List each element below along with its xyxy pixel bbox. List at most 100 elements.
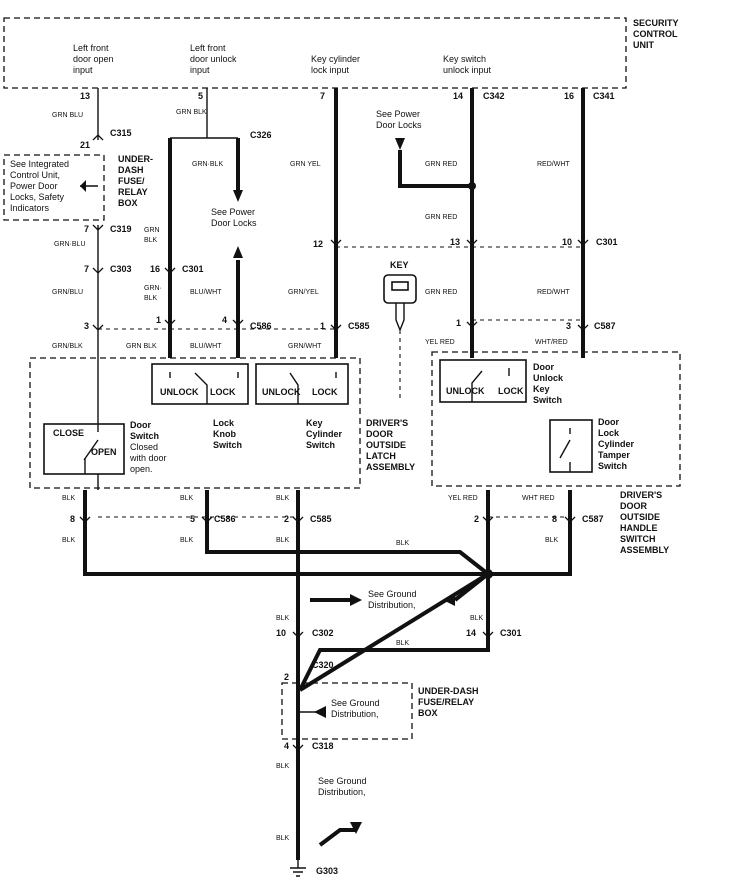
fuse-bottom-3: BOX	[418, 708, 438, 718]
wire-blk13: BLK	[276, 763, 290, 770]
pin-13: 13	[80, 91, 90, 101]
fuse-bottom-2: FUSE/RELAY	[418, 697, 474, 707]
lock-knob-1: Lock	[213, 418, 235, 428]
wire-yel-red: YEL RED	[425, 339, 455, 346]
security-control-unit: SECURITY CONTROL UNIT Left front door op…	[3, 17, 679, 89]
pin-1c: 1	[456, 318, 461, 328]
tamper-4: Tamper	[598, 450, 630, 460]
pin-2b: 2	[474, 514, 479, 524]
g303: G303	[316, 866, 338, 876]
tamper-2: Lock	[598, 428, 620, 438]
wire-blk10: BLK	[276, 615, 290, 622]
wire-blu-wht: BLU/WHT	[190, 289, 222, 296]
pin-7c: 7	[84, 264, 89, 274]
gd2-1: See Ground	[331, 698, 380, 708]
key-label: KEY	[390, 260, 409, 270]
handle-3: OUTSIDE	[620, 512, 660, 522]
wire-blk11: BLK	[470, 615, 484, 622]
lock-2: LOCK	[312, 387, 338, 397]
pdl1-line1: See Power	[376, 109, 420, 119]
wire-grn-blu2: GRN·BLU	[54, 241, 86, 248]
pin-14a: 14	[453, 91, 463, 101]
connector-labels: C342 C341 C315 C326 C319 C303 C301 C301 …	[110, 91, 618, 876]
input-label-key-sw-2: unlock input	[443, 65, 492, 75]
c301c: C301	[500, 628, 522, 638]
input-label-key-sw-1: Key switch	[443, 54, 486, 64]
input-label-door-unlock-3: input	[190, 65, 210, 75]
dunlock-4: Switch	[533, 395, 562, 405]
wire-grn-blk5: GRN/BLK	[52, 343, 83, 350]
pin-4: 4	[222, 315, 227, 325]
wire-red-wht: RED/WHT	[537, 161, 570, 168]
fuse-top-5: BOX	[118, 198, 138, 208]
handle-6: ASSEMBLY	[620, 545, 669, 555]
wire-grn-red: GRN RED	[425, 161, 457, 168]
wire-blk8: BLK	[396, 540, 410, 547]
latch-assembly: CLOSE OPEN Door Switch Closed with door …	[29, 357, 415, 489]
wire-grn-blk2: GRN·BLK	[192, 161, 223, 168]
pin-10b: 10	[276, 628, 286, 638]
wire-grn-blk: GRN BLK	[176, 109, 207, 116]
c586b: C586	[214, 514, 236, 524]
pin-1b: 1	[320, 321, 325, 331]
wire-blk5: BLK	[62, 537, 76, 544]
icu-note-2: Control Unit,	[10, 170, 60, 180]
dunlock-2: Unlock	[533, 373, 564, 383]
wire-blk14: BLK	[276, 835, 290, 842]
wire-grn-yel2: GRN/YEL	[288, 289, 319, 296]
latch-4: LATCH	[366, 451, 396, 461]
gd3-2: Distribution,	[318, 787, 366, 797]
wire-grn-wht: GRN/WHT	[288, 343, 322, 350]
fuse-top-3: FUSE/	[118, 176, 145, 186]
lock-1: LOCK	[210, 387, 236, 397]
icu-note-3: Power Door	[10, 181, 58, 191]
pin-1a: 1	[156, 315, 161, 325]
handle-switch-assembly: UNLOCK LOCK Door Unlock Key Switch Door …	[431, 351, 681, 555]
input-label-door-open-3: input	[73, 65, 93, 75]
pin-2c: 2	[284, 672, 289, 682]
key-symbol: KEY	[383, 260, 417, 400]
scu-label-3: UNIT	[633, 40, 654, 50]
wire-blk7: BLK	[276, 537, 290, 544]
gd1-2: Distribution,	[368, 600, 416, 610]
power-door-locks-note-1: See Power Door Locks	[376, 109, 422, 150]
ground-distribution-note-1: See Ground Distribution,	[350, 589, 455, 610]
gd1-1: See Ground	[368, 589, 417, 599]
c301a: C301	[182, 264, 204, 274]
wire-grn-blu3: GRN/BLU	[52, 289, 83, 296]
wire-blk1: BLK	[62, 495, 76, 502]
wire-grn-yel: GRN YEL	[290, 161, 321, 168]
c318: C318	[312, 741, 334, 751]
input-label-key-cyl-1: Key cylinder	[311, 54, 360, 64]
input-label-door-unlock-2: door unlock	[190, 54, 237, 64]
pin-21: 21	[80, 140, 90, 150]
pin-2a: 2	[284, 514, 289, 524]
wire-blk3: BLK	[276, 495, 290, 502]
c341: C341	[593, 91, 615, 101]
door-switch-5: open.	[130, 464, 153, 474]
integrated-control-unit-note: See Integrated Control Unit, Power Door …	[3, 154, 105, 221]
pin-5b: 5	[190, 514, 195, 524]
pin-8a: 8	[70, 514, 75, 524]
wire-red-wht2: RED/WHT	[537, 289, 570, 296]
lock-knob-2: Knob	[213, 429, 236, 439]
handle-2: DOOR	[620, 501, 648, 511]
pin-10: 10	[562, 237, 572, 247]
c585a: C585	[348, 321, 370, 331]
lock-3: LOCK	[498, 386, 524, 396]
dunlock-1: Door	[533, 362, 554, 372]
c326: C326	[250, 130, 272, 140]
door-switch-4: with door	[129, 453, 167, 463]
c320: C320	[312, 660, 334, 670]
power-door-locks-note-2: See Power Door Locks	[211, 190, 257, 258]
c319: C319	[110, 224, 132, 234]
splice-point	[483, 569, 493, 579]
wire-grn-blk4: GRN·	[144, 285, 162, 292]
wire-grn-blk3: GRN	[144, 227, 160, 234]
unlock-1: UNLOCK	[160, 387, 199, 397]
c586a: C586	[250, 321, 272, 331]
pin-12: 12	[313, 239, 323, 249]
latch-3: OUTSIDE	[366, 440, 406, 450]
connector-marks	[79, 134, 589, 751]
tamper-1: Door	[598, 417, 619, 427]
